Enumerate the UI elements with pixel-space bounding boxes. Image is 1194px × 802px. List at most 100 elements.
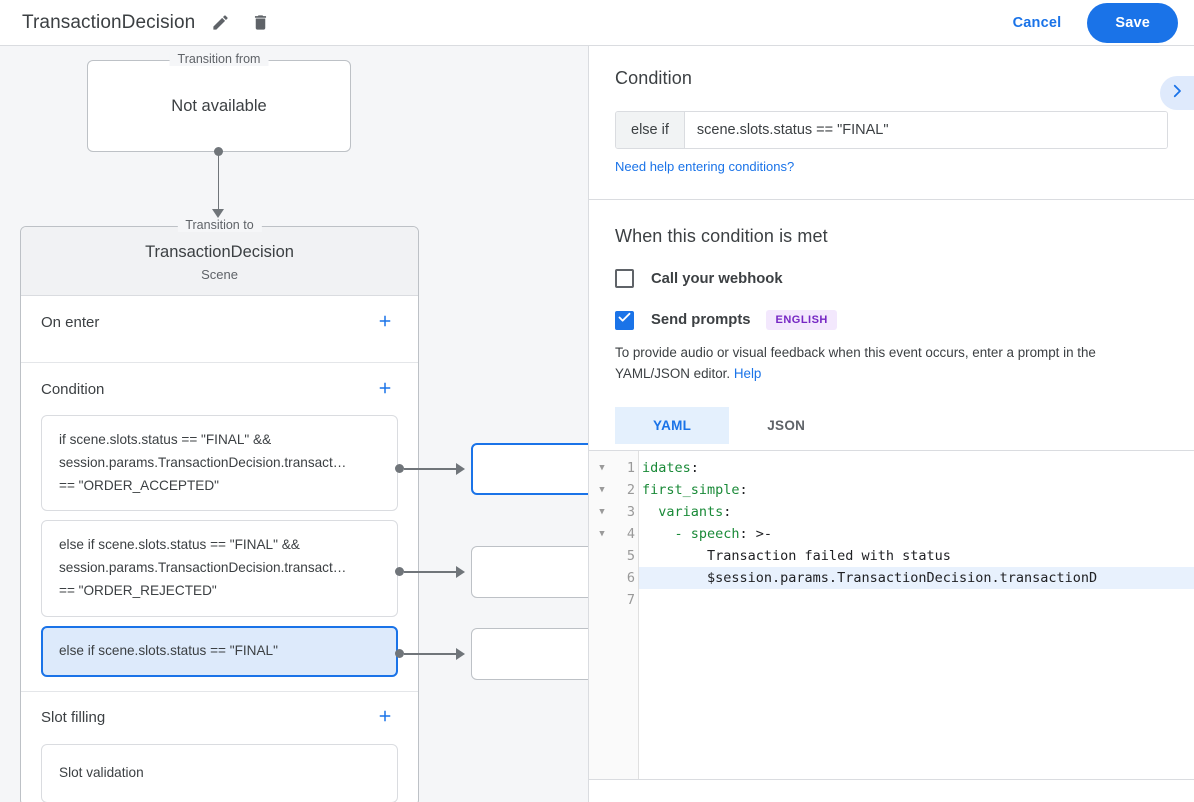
slot-validation-label: Slot validation	[59, 764, 144, 780]
top-app-bar: TransactionDecision Cancel Save	[0, 0, 1194, 46]
plus-icon	[376, 379, 394, 400]
code-text: : >-	[739, 525, 773, 542]
save-button[interactable]: Save	[1087, 2, 1178, 43]
code-text: :	[723, 503, 732, 520]
condition-card-line: if scene.slots.status == "FINAL" &&	[59, 432, 272, 447]
transition-to-legend: Transition to	[177, 218, 262, 232]
edit-button[interactable]	[205, 8, 235, 38]
condition-card-selected[interactable]: else if scene.slots.status == "FINAL"	[41, 625, 398, 677]
connector-line-from	[217, 151, 219, 211]
editor-line-numbers: 1 2 3 4 5 6 7	[615, 450, 639, 779]
condition-prefix-label: else if	[616, 112, 685, 148]
connector-arrowhead-from	[212, 209, 224, 218]
transition-target-box-1[interactable]	[471, 443, 588, 495]
transition-from-box: Not available Transition from	[87, 52, 351, 152]
scene-graph-canvas[interactable]: Not available Transition from Transactio…	[0, 46, 588, 802]
plus-icon	[376, 707, 394, 728]
code-editor[interactable]: ▼ ▼ ▼ ▼ 1 2 3 4 5 6 7 idates: first_simp…	[589, 449, 1194, 780]
line-number: 3	[626, 503, 635, 520]
code-line: idates:	[639, 457, 1194, 479]
line-number: 7	[626, 591, 635, 608]
code-key: idates	[642, 459, 691, 476]
condition-expression-input[interactable]	[684, 112, 1167, 148]
add-condition-button[interactable]	[372, 376, 398, 402]
cancel-button[interactable]: Cancel	[999, 7, 1076, 39]
branch-arrowhead-2	[456, 566, 465, 578]
panel-condition-section: Condition else if Need help entering con…	[589, 46, 1194, 176]
fold-spacer	[589, 567, 615, 589]
call-webhook-checkbox[interactable]	[615, 269, 634, 288]
code-key: - speech	[642, 525, 740, 542]
condition-card-line: session.params.TransactionDecision.trans…	[59, 560, 347, 576]
code-text: $session.params.TransactionDecision.tran…	[642, 569, 1098, 586]
condition-card-line: session.params.TransactionDecision.trans…	[59, 454, 347, 470]
scene-card-header: TransactionDecision Scene	[21, 227, 418, 296]
call-webhook-label: Call your webhook	[651, 270, 783, 287]
scene-name: TransactionDecision	[145, 243, 294, 261]
add-on-enter-button[interactable]	[372, 309, 398, 335]
scene-type: Scene	[201, 267, 238, 282]
editor-code-area[interactable]: idates: first_simple: variants: - speech…	[639, 451, 1194, 779]
branch-arrowhead-1	[456, 463, 465, 475]
code-line: - speech: >-	[639, 523, 1194, 545]
code-text: :	[690, 459, 699, 476]
condition-card-line: == "ORDER_REJECTED"	[59, 583, 217, 599]
panel-actions-section: When this condition is met Call your web…	[589, 200, 1194, 444]
panel-title: Condition	[615, 68, 692, 88]
fold-spacer	[589, 545, 615, 567]
branch-line-1	[404, 468, 460, 470]
transition-target-box-3[interactable]	[471, 628, 588, 680]
checkmark-icon	[617, 310, 632, 330]
prompts-description-text: To provide audio or visual feedback when…	[615, 345, 1096, 381]
line-number: 1	[626, 459, 635, 476]
code-key: variants	[642, 503, 724, 520]
tab-yaml[interactable]: YAML	[615, 406, 730, 444]
pencil-icon	[211, 13, 230, 32]
code-line: first_simple:	[639, 479, 1194, 501]
section-condition-header: Condition	[41, 363, 398, 415]
prompts-description: To provide audio or visual feedback when…	[615, 343, 1168, 385]
code-text: Transaction failed with status	[642, 547, 951, 564]
trash-icon	[251, 13, 270, 32]
page-title: TransactionDecision	[22, 11, 196, 33]
transition-from-value: Not available	[171, 96, 267, 115]
line-number: 6	[626, 569, 635, 586]
condition-card[interactable]: else if scene.slots.status == "FINAL" &&…	[41, 520, 398, 617]
condition-detail-panel: Condition else if Need help entering con…	[588, 46, 1194, 802]
section-slot-filling-header: Slot filling	[41, 692, 398, 744]
help-link[interactable]: Help	[733, 365, 762, 381]
fold-toggle[interactable]: ▼	[599, 528, 605, 539]
scene-card: TransactionDecision Scene On enter	[20, 226, 419, 802]
delete-button[interactable]	[245, 8, 275, 38]
tab-json[interactable]: JSON	[767, 417, 806, 433]
section-condition: Condition if scene.slots.status == "FINA…	[21, 363, 418, 692]
chevron-right-icon	[1168, 82, 1186, 105]
transition-target-box-2[interactable]	[471, 546, 588, 598]
fold-spacer	[589, 589, 615, 611]
condition-help-link[interactable]: Need help entering conditions?	[615, 159, 795, 174]
code-text: :	[739, 481, 748, 498]
fold-toggle[interactable]: ▼	[599, 484, 605, 495]
branch-dot-3	[395, 649, 404, 658]
fold-toggle[interactable]: ▼	[599, 462, 605, 473]
send-prompts-checkbox-row[interactable]: Send prompts ENGLISH	[615, 310, 1168, 330]
section-slot-filling-title: Slot filling	[41, 709, 106, 727]
line-number: 5	[626, 547, 635, 564]
add-slot-filling-button[interactable]	[372, 705, 398, 731]
panel-divider	[589, 199, 1194, 200]
condition-card[interactable]: if scene.slots.status == "FINAL" && sess…	[41, 415, 398, 512]
language-badge: ENGLISH	[766, 310, 837, 330]
branch-line-3	[404, 653, 460, 655]
send-prompts-checkbox[interactable]	[615, 310, 634, 330]
code-key: first_simple	[642, 481, 740, 498]
code-line	[639, 589, 1194, 611]
plus-icon	[376, 312, 394, 333]
section-condition-title: Condition	[41, 380, 105, 398]
expand-panel-button[interactable]	[1160, 76, 1194, 110]
slot-validation-card[interactable]: Slot validation	[41, 743, 398, 802]
section-on-enter-title: On enter	[41, 313, 100, 331]
section-slot-filling: Slot filling Slot validation	[21, 692, 418, 802]
webhook-checkbox-row[interactable]: Call your webhook	[615, 269, 1168, 288]
fold-toggle[interactable]: ▼	[599, 506, 605, 517]
condition-input-row[interactable]: else if	[615, 111, 1168, 149]
